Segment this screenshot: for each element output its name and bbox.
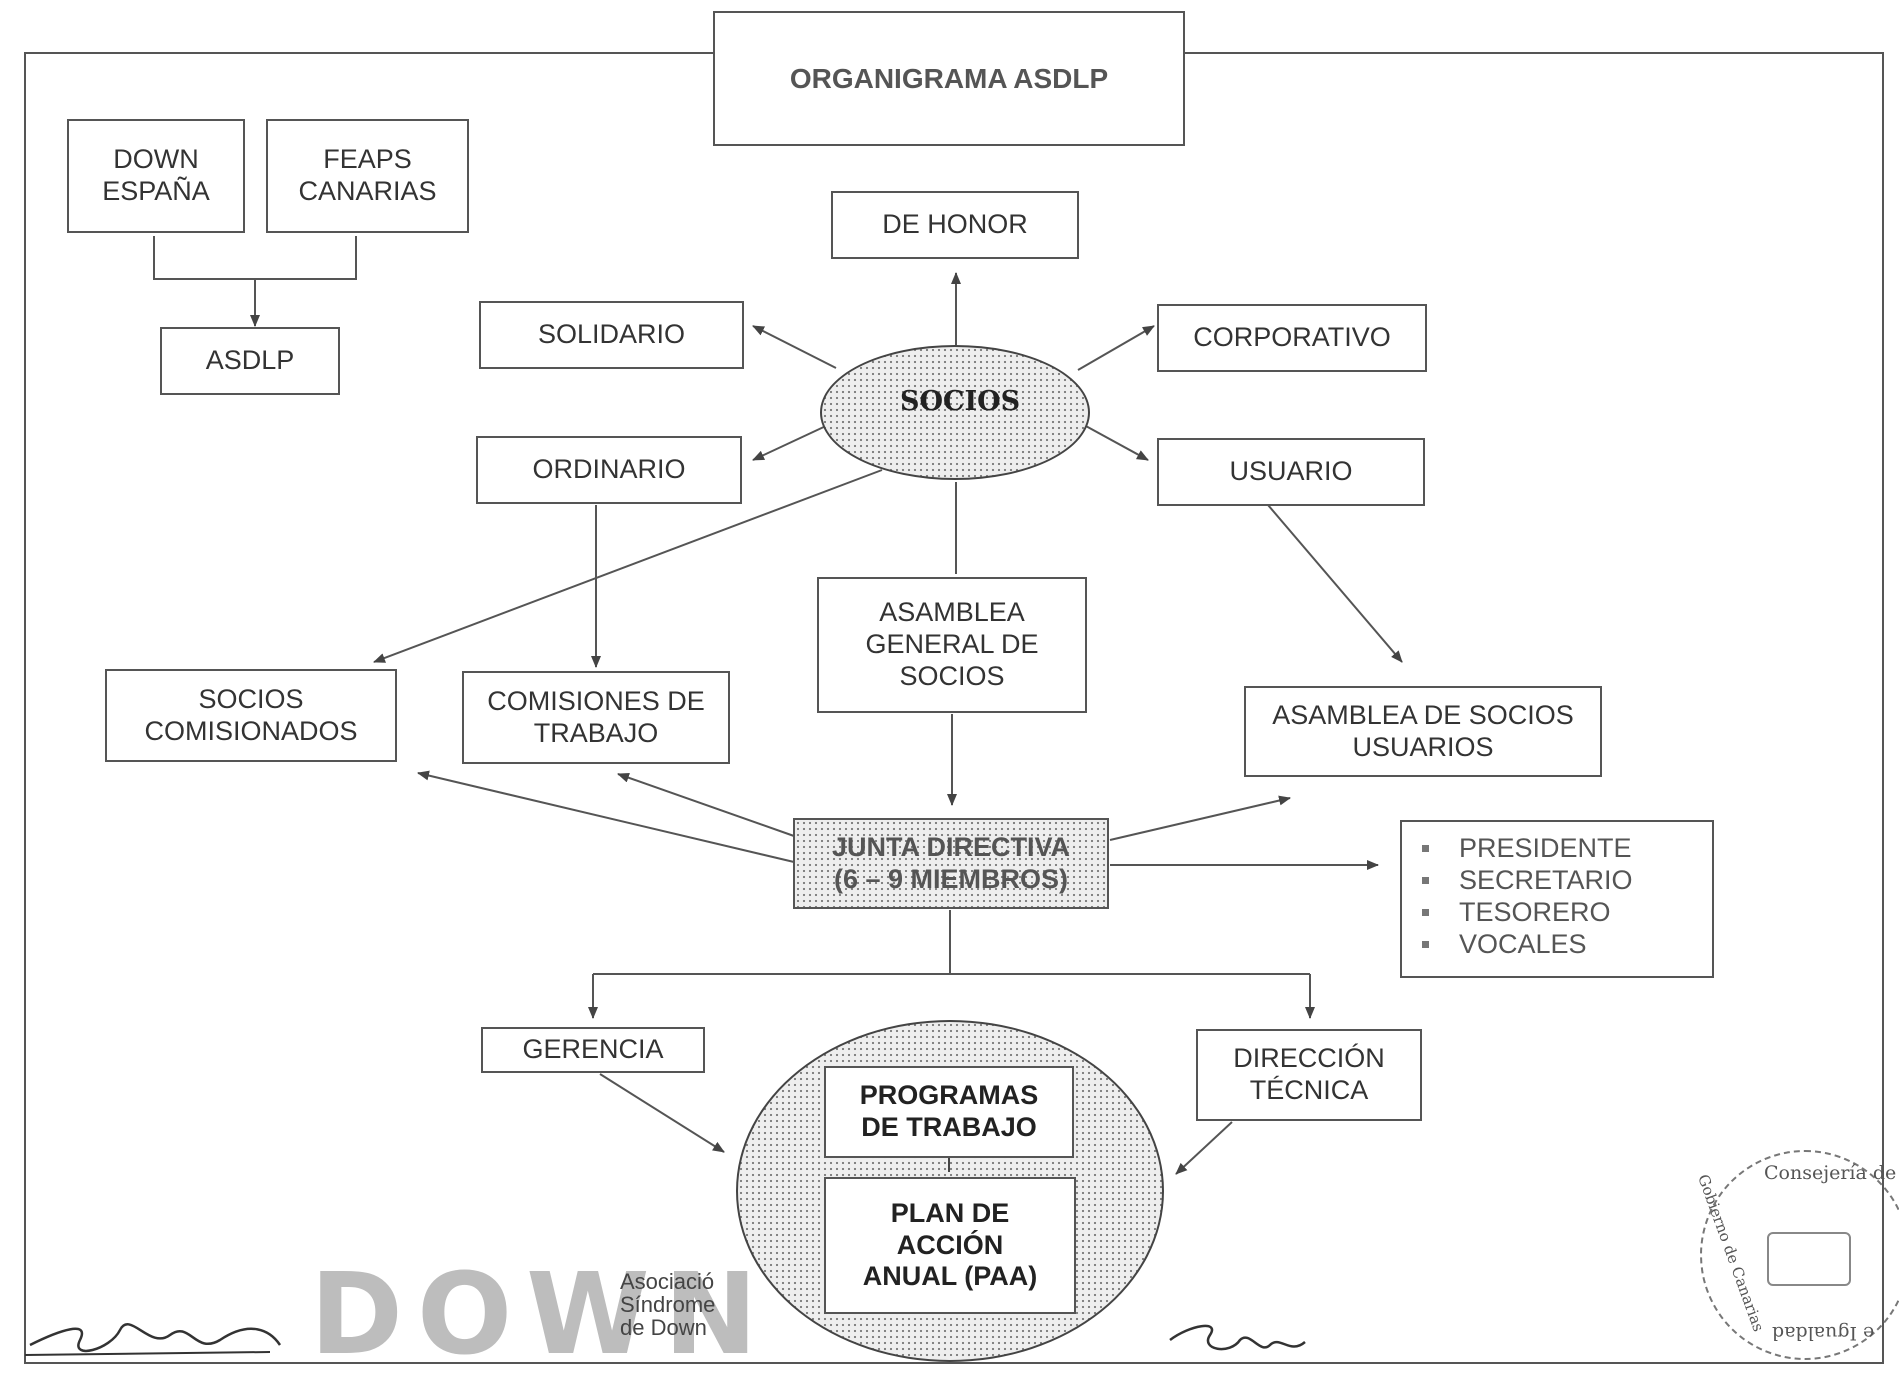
node-de-honor: DE HONOR: [831, 191, 1079, 259]
node-feaps-canarias: FEAPS CANARIAS: [266, 119, 469, 233]
node-plan-accion: PLAN DE ACCIÓN ANUAL (PAA): [824, 1177, 1076, 1314]
stamp-emblem: [1767, 1232, 1851, 1286]
direccion-to-plan-arrow: [1175, 1121, 1233, 1175]
node-usuario: USUARIO: [1157, 438, 1425, 506]
role-label: VOCALES: [1459, 929, 1587, 959]
role-label: TESORERO: [1459, 897, 1611, 927]
role-item: PRESIDENTE: [1422, 832, 1712, 864]
node-ordinario: ORDINARIO: [476, 436, 742, 504]
arrow-to-corporativo: [1077, 325, 1155, 371]
node-corporativo: CORPORATIVO: [1157, 304, 1427, 372]
arrow-to-socios-comisionados: [373, 469, 883, 663]
arrow-to-ordinario: [752, 424, 829, 461]
node-down-espana: DOWN ESPAÑA: [67, 119, 245, 233]
node-asdlp: ASDLP: [160, 327, 340, 395]
gerencia-to-plan-arrow: [599, 1073, 725, 1153]
node-solidario: SOLIDARIO: [479, 301, 744, 369]
arrow-to-asamblea-usuarios: [1267, 504, 1403, 663]
node-asamblea-usuarios: ASAMBLEA DE SOCIOS USUARIOS: [1244, 686, 1602, 777]
down-connector: [153, 236, 357, 280]
stamp-text-bottom: e Igualdad: [1772, 1322, 1875, 1344]
diagram-title: ORGANIGRAMA ASDLP: [713, 11, 1185, 146]
arrow-to-solidario: [752, 325, 837, 369]
node-gerencia: GERENCIA: [481, 1027, 705, 1073]
junta-to-asamblea-usuarios-arrow: [1109, 795, 1291, 841]
node-comisiones-trabajo: COMISIONES DE TRABAJO: [462, 671, 730, 764]
bullet-icon: [1422, 940, 1429, 948]
logo-subtitle: Asociació Síndrome de Down: [620, 1269, 716, 1340]
junta-roles-box: PRESIDENTE SECRETARIO TESORERO VOCALES: [1400, 820, 1714, 978]
socios-ellipse: [820, 345, 1090, 480]
arrow-to-usuario: [1083, 424, 1149, 461]
signature-right: [1169, 1324, 1306, 1351]
node-programas-trabajo: PROGRAMAS DE TRABAJO: [824, 1066, 1074, 1158]
role-item: TESORERO: [1422, 896, 1712, 928]
down-logo: DOWN Asociació Síndrome de Down: [310, 1250, 830, 1380]
bullet-icon: [1422, 876, 1429, 884]
official-stamp: Consejería de Gobierno de Canarias e Igu…: [1694, 1150, 1899, 1360]
bullet-icon: [1422, 908, 1429, 916]
signature-left: [24, 1323, 282, 1356]
role-item: VOCALES: [1422, 928, 1712, 960]
logo-letters: DOWN: [310, 1250, 772, 1380]
node-asamblea-general: ASAMBLEA GENERAL DE SOCIOS: [817, 577, 1087, 713]
programas-to-plan-connector: [948, 1158, 950, 1172]
role-label: PRESIDENTE: [1459, 833, 1632, 863]
socios-label: SOCIOS: [900, 386, 1021, 417]
node-socios-comisionados: SOCIOS COMISIONADOS: [105, 669, 397, 762]
bullet-icon: [1422, 844, 1429, 852]
junta-roles-list: PRESIDENTE SECRETARIO TESORERO VOCALES: [1422, 832, 1712, 960]
role-label: SECRETARIO: [1459, 865, 1633, 895]
role-item: SECRETARIO: [1422, 864, 1712, 896]
junta-to-comisiones-arrow: [617, 772, 795, 837]
stamp-text-top: Consejería de: [1764, 1162, 1897, 1184]
node-junta-directiva: JUNTA DIRECTIVA (6 – 9 MIEMBROS): [793, 818, 1109, 909]
node-direccion-tecnica: DIRECCIÓN TÉCNICA: [1196, 1029, 1422, 1121]
junta-to-comisionados-arrow: [417, 770, 795, 863]
